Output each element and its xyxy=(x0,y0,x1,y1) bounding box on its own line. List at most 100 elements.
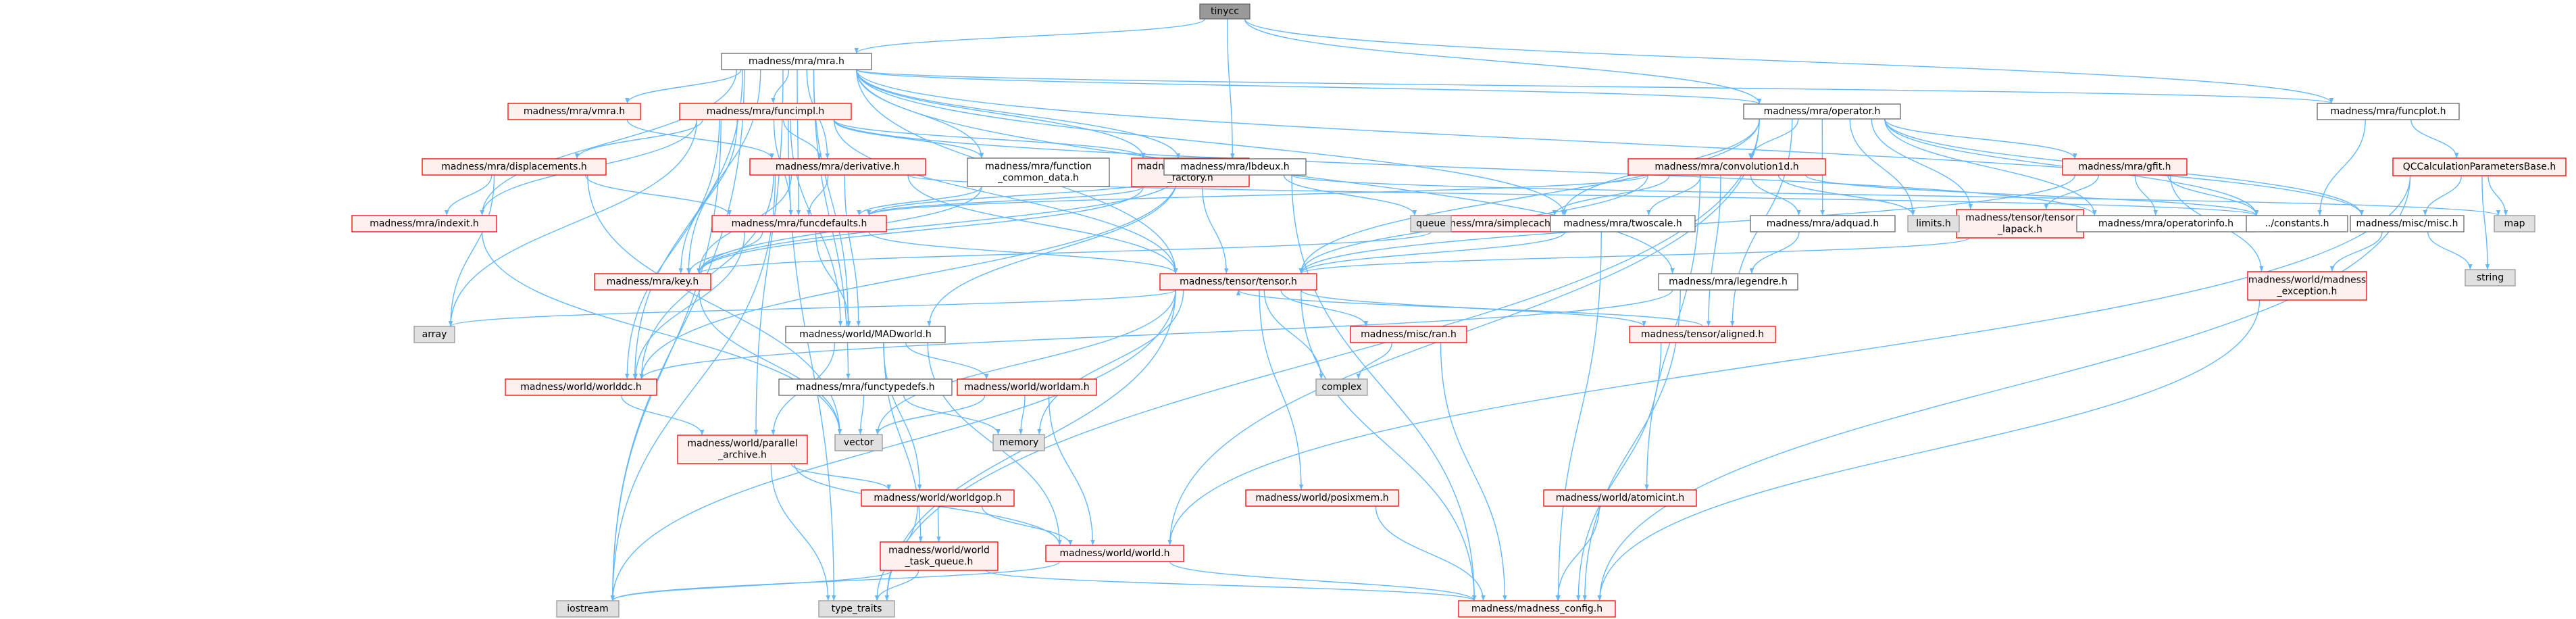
edge-tinycc-to-funcplot xyxy=(1244,18,2333,104)
edge-derivative-to-tensor xyxy=(907,174,1178,274)
node-label-opinfo: madness/mra/operatorinfo.h xyxy=(2098,218,2233,229)
edge-mra-to-lbdeux xyxy=(856,69,1181,159)
node-fcd[interactable]: madness/mra/function_common_data.h xyxy=(967,157,1110,187)
node-funcimpl[interactable]: madness/mra/funcimpl.h xyxy=(679,103,852,120)
edge-qccalc-to-mconfig xyxy=(1597,175,2411,601)
edge-worldgop-to-world xyxy=(981,505,1073,546)
edge-tensor-to-complex xyxy=(1263,289,1323,380)
node-worlddc[interactable]: madness/world/worlddc.h xyxy=(505,378,657,396)
node-functypedefs[interactable]: madness/mra/functypedefs.h xyxy=(778,378,953,396)
node-box-madworld xyxy=(785,326,946,343)
edge-misc-to-mexception xyxy=(2329,231,2383,272)
edge-gfit-to-opinfo xyxy=(2134,174,2158,216)
edge-gfit-to-tlapack xyxy=(2044,174,2099,210)
node-derivative[interactable]: madness/mra/derivative.h xyxy=(749,158,926,176)
node-world[interactable]: madness/world/world.h xyxy=(1045,545,1184,562)
node-misc[interactable]: madness/misc/misc.h xyxy=(2350,215,2465,232)
edge-funcimpl-to-iostream xyxy=(610,119,722,601)
node-mra[interactable]: madness/mra/mra.h xyxy=(721,53,872,70)
node-box-mra xyxy=(721,53,872,70)
node-box-funcimpl xyxy=(679,103,852,120)
node-legendre[interactable]: madness/mra/legendre.h xyxy=(1658,273,1798,291)
node-mconfig[interactable]: madness/madness_config.h xyxy=(1458,600,1616,618)
node-complex: complex xyxy=(1315,378,1368,396)
node-parchive[interactable]: madness/world/parallel_archive.h xyxy=(677,435,808,464)
edge-operator-to-tlapack xyxy=(1871,118,1973,210)
node-map: map xyxy=(2494,215,2535,232)
edge-lbdeux-to-madworld xyxy=(927,174,1179,327)
edge-simplecache-to-key xyxy=(697,231,1432,274)
node-funcdefaults[interactable]: madness/mra/funcdefaults.h xyxy=(711,215,887,232)
node-funcplot[interactable]: madness/mra/funcplot.h xyxy=(2317,103,2460,120)
node-vmra[interactable]: madness/mra/vmra.h xyxy=(507,103,641,120)
node-lbdeux[interactable]: madness/mra/lbdeux.h xyxy=(1163,158,1307,176)
node-box-tinycc xyxy=(1199,3,1251,20)
node-opinfo[interactable]: madness/mra/operatorinfo.h xyxy=(2076,215,2256,232)
edge-derivative-to-iostream xyxy=(610,174,776,601)
node-displacements[interactable]: madness/mra/displacements.h xyxy=(422,158,607,176)
edge-posixmem-to-mconfig xyxy=(1375,505,1486,601)
node-gfit[interactable]: madness/mra/gfit.h xyxy=(2062,158,2188,176)
edge-lbdeux-to-map xyxy=(1291,174,2500,216)
node-label-fcd: madness/mra/function xyxy=(985,162,1092,172)
node-layer: tinyccmadness/mra/mra.hmadness/mra/opera… xyxy=(351,3,2567,618)
node-key[interactable]: madness/mra/key.h xyxy=(594,273,711,291)
node-label-wtq: madness/world/world xyxy=(888,545,990,556)
node-wtq[interactable]: madness/world/world_task_queue.h xyxy=(880,541,999,571)
node-label-legendre: madness/mra/legendre.h xyxy=(1669,276,1788,287)
node-label-map: map xyxy=(2504,218,2525,229)
edge-wtq-to-typetraits xyxy=(875,570,919,601)
edge-world-to-iostream xyxy=(610,561,1061,601)
edge-tinycc-to-lbdeux xyxy=(1227,18,1235,159)
node-box-typetraits xyxy=(818,600,895,618)
node-label-operator: madness/mra/operator.h xyxy=(1764,106,1881,117)
node-box-misc xyxy=(2350,215,2465,232)
edge-indexit-to-vector xyxy=(481,231,842,435)
node-operator[interactable]: madness/mra/operator.h xyxy=(1743,103,1901,120)
edge-wtq-to-iostream xyxy=(610,570,893,601)
node-convolution1d[interactable]: madness/mra/convolution1d.h xyxy=(1627,158,1826,176)
node-constants[interactable]: ../constants.h xyxy=(2246,215,2348,232)
node-qccalc[interactable]: QCCalculationParametersBase.h xyxy=(2392,157,2567,176)
node-box-mconfig xyxy=(1458,600,1616,618)
node-twoscale[interactable]: madness/mra/twoscale.h xyxy=(1550,215,1696,232)
node-box-indexit xyxy=(351,215,497,232)
edge-operator-to-gfit xyxy=(1884,118,2077,159)
node-label-complex: complex xyxy=(1321,382,1361,393)
edge-tensor-to-iostream xyxy=(610,289,1176,601)
edge-funcimpl-to-typetraits xyxy=(788,119,836,601)
edge-convolution1d-to-funcdefaults xyxy=(867,174,1648,216)
edge-lbdeux-to-worlddc xyxy=(639,174,1179,380)
edge-convolution1d-to-aligned xyxy=(1706,174,1721,327)
node-box-funcdefaults xyxy=(711,215,887,232)
node-iostream: iostream xyxy=(556,600,620,618)
node-mexception[interactable]: madness/world/madness_exception.h xyxy=(2247,271,2367,301)
node-aligned[interactable]: madness/tensor/aligned.h xyxy=(1629,326,1776,343)
node-adquad[interactable]: madness/mra/adquad.h xyxy=(1750,215,1896,232)
node-label-indexit: madness/mra/indexit.h xyxy=(370,218,479,229)
node-mran[interactable]: madness/misc/ran.h xyxy=(1350,326,1467,343)
node-label-queue: queue xyxy=(1416,218,1446,229)
node-label-typetraits: type_traits xyxy=(832,603,882,614)
node-tensor[interactable]: madness/tensor/tensor.h xyxy=(1159,273,1317,291)
node-atomicint[interactable]: madness/world/atomicint.h xyxy=(1543,489,1697,507)
edge-qccalc-to-map xyxy=(2487,175,2508,216)
node-label-iostream: iostream xyxy=(567,603,609,614)
node-array: array xyxy=(413,326,455,343)
edge-madworld-to-worldgop xyxy=(883,342,922,491)
node-madworld[interactable]: madness/world/MADworld.h xyxy=(785,326,946,343)
edge-worldam-to-world xyxy=(1048,395,1095,546)
edge-funcplot-to-constants xyxy=(2317,119,2366,216)
node-worldgop[interactable]: madness/world/worldgop.h xyxy=(861,489,1015,507)
node-posixmem[interactable]: madness/world/posixmem.h xyxy=(1245,489,1399,507)
node-indexit[interactable]: madness/mra/indexit.h xyxy=(351,215,497,232)
node-label-tensor: madness/tensor/tensor.h xyxy=(1180,276,1297,287)
node-tlapack[interactable]: madness/tensor/tensor_lapack.h xyxy=(1956,209,2084,239)
edge-funcdefaults-to-worlddc xyxy=(633,231,745,380)
edge-world-to-mconfig xyxy=(1169,561,1477,601)
node-worldam[interactable]: madness/world/worldam.h xyxy=(957,378,1097,396)
edge-funcdefaults-to-madworld xyxy=(815,231,851,327)
edge-operator-to-tensor xyxy=(1298,118,1760,274)
edge-misc-to-string xyxy=(2427,231,2473,270)
edge-worldam-to-vector xyxy=(875,395,986,435)
